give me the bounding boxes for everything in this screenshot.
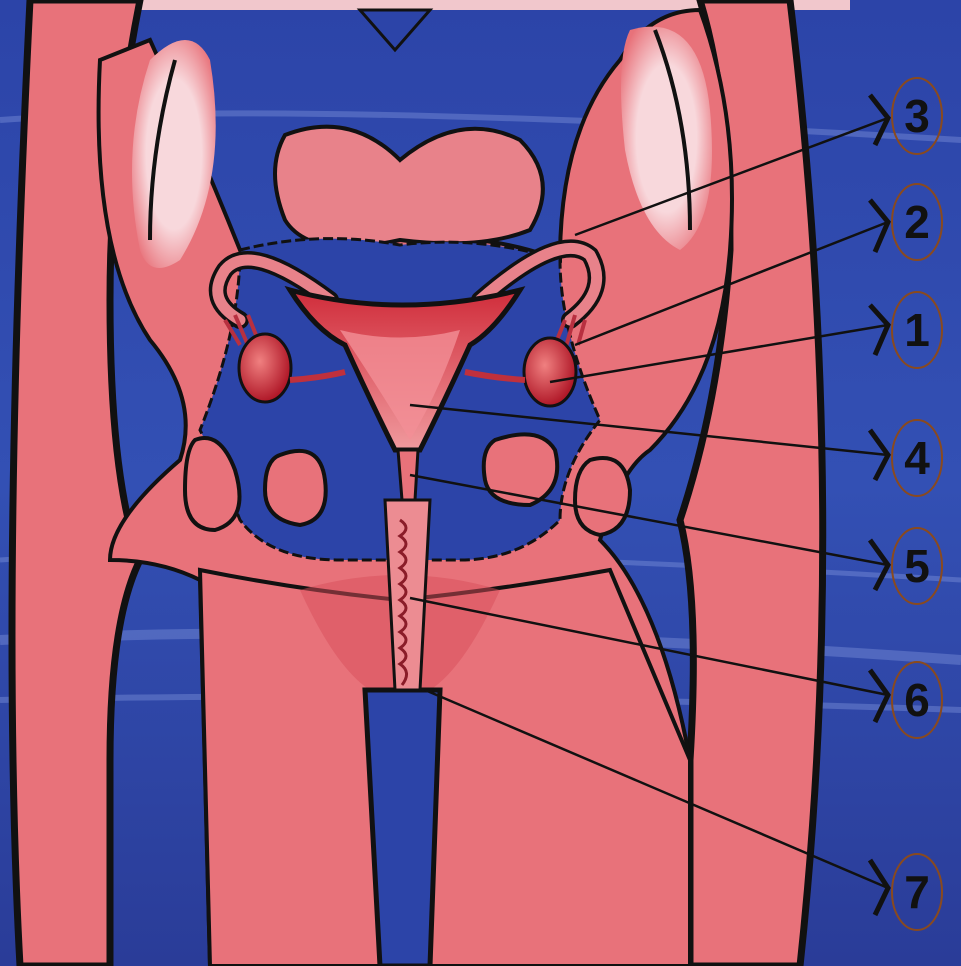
label-3-text: 3 bbox=[904, 90, 930, 142]
label-7-text: 7 bbox=[904, 866, 930, 918]
label-6-text: 6 bbox=[904, 674, 930, 726]
label-1-text: 1 bbox=[904, 304, 930, 356]
right-ovary bbox=[524, 338, 576, 406]
left-obturator-foramen bbox=[265, 451, 326, 525]
label-4-text: 4 bbox=[904, 432, 930, 484]
right-obturator-foramen bbox=[484, 434, 557, 505]
label-5-text: 5 bbox=[904, 540, 930, 592]
legs-gap bbox=[365, 690, 440, 966]
label-2-text: 2 bbox=[904, 196, 930, 248]
left-ovary bbox=[239, 334, 291, 402]
right-femur-head bbox=[575, 458, 630, 535]
